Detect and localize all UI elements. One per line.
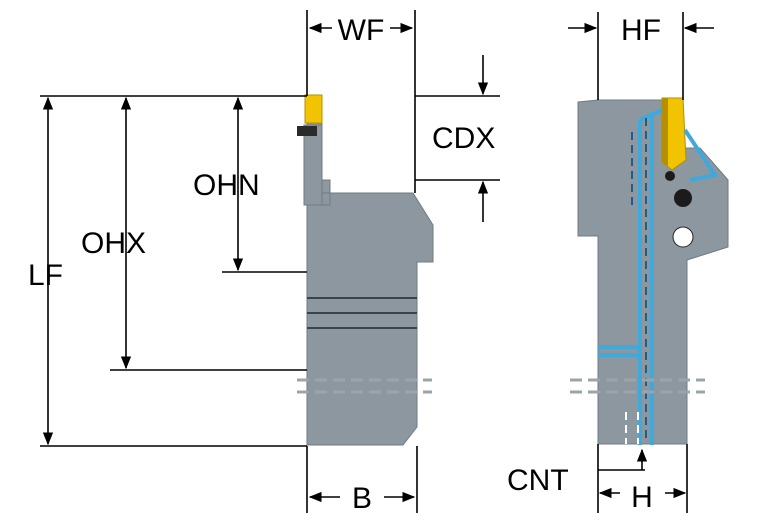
insert-side — [304, 94, 323, 124]
label-cnt: CNT — [507, 464, 569, 497]
front-view — [570, 97, 729, 445]
insert-clamp-screw — [297, 126, 317, 136]
blade-tip — [303, 124, 323, 206]
label-b: B — [352, 482, 372, 515]
coolant-channel — [598, 108, 719, 445]
label-ohx: OHX — [81, 227, 146, 260]
dimension-labels: WF HF CDX OHN OHX LF B CNT H — [28, 14, 661, 515]
label-h: H — [631, 481, 653, 514]
holder-body-side — [306, 139, 434, 446]
side-view — [297, 94, 434, 446]
label-hf: HF — [621, 14, 661, 47]
label-cdx: CDX — [432, 122, 495, 155]
label-lf: LF — [28, 259, 63, 292]
label-ohn: OHN — [193, 169, 260, 202]
label-wf: WF — [338, 14, 385, 47]
dimension-lines — [40, 10, 714, 513]
